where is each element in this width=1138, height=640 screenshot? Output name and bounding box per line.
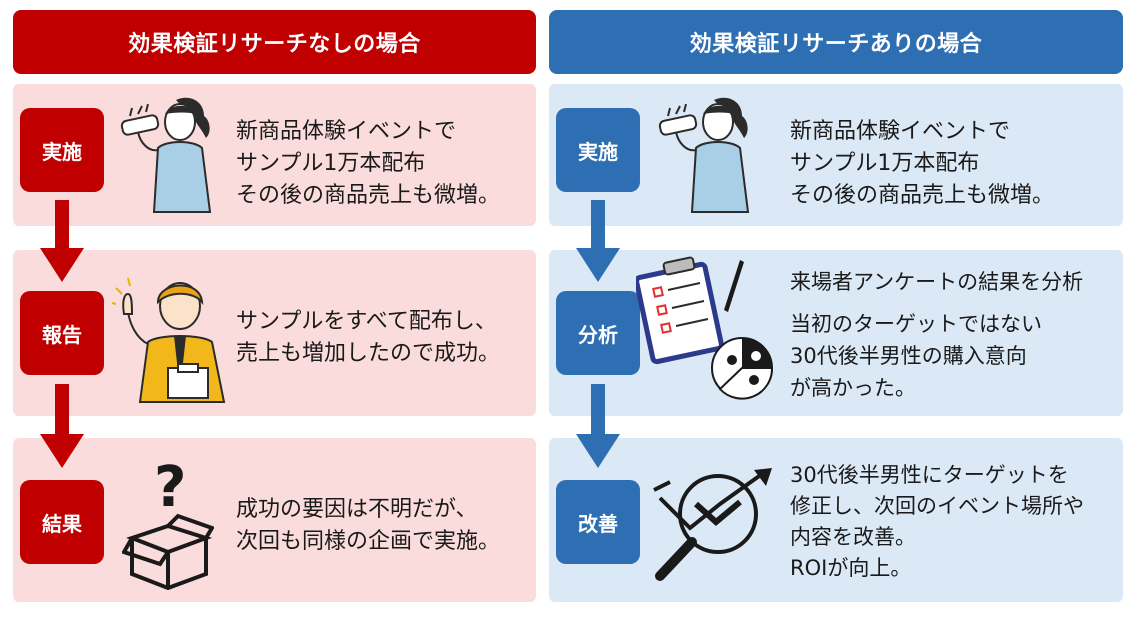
left-arrow-down-1: [40, 200, 84, 282]
header-with-research: 効果検証リサーチありの場合: [549, 10, 1123, 74]
left-badge-implement: 実施: [20, 108, 104, 192]
right-badge-implement: 実施: [556, 108, 640, 192]
left-badge-report: 報告: [20, 291, 104, 375]
right-step-2-text: 来場者アンケートの結果を分析 当初のターゲットではない 30代後半男性の購入意向…: [790, 270, 1084, 400]
right-step-3-panel: [549, 438, 1123, 602]
right-badge-analyze: 分析: [556, 291, 640, 375]
woman-drinking-icon: [120, 97, 212, 213]
right-step-3-text: 30代後半男性にターゲットを 修正し、次回のイベント場所や 内容を改善。 ROI…: [790, 463, 1084, 580]
left-step-2-text: サンプルをすべて配布し、 売上も増加したので成功。: [236, 309, 501, 366]
svg-text:?: ?: [154, 458, 186, 520]
left-step-1-text: 新商品体験イベントで サンプル1万本配布 その後の商品売上も微増。: [236, 119, 501, 208]
magnifier-improve-icon: [653, 468, 772, 581]
right-step-1-panel: [549, 84, 1123, 226]
right-arrow-down-1: [576, 200, 620, 282]
right-step-1-text: 新商品体験イベントで サンプル1万本配布 その後の商品売上も微増。: [790, 119, 1055, 208]
question-box-icon: ?: [122, 458, 214, 590]
left-step-3-text: 成功の要因は不明だが、 次回も同様の企画で実施。: [236, 497, 501, 554]
header-without-research: 効果検証リサーチなしの場合: [13, 10, 536, 74]
left-arrow-down-2: [40, 384, 84, 468]
left-badge-result: 結果: [20, 480, 104, 564]
businessman-pointing-icon: [112, 277, 226, 403]
woman-drinking-icon: [658, 97, 750, 213]
survey-clipboard-icon: [636, 256, 774, 400]
right-badge-improve: 改善: [556, 480, 640, 564]
right-arrow-down-2: [576, 384, 620, 468]
